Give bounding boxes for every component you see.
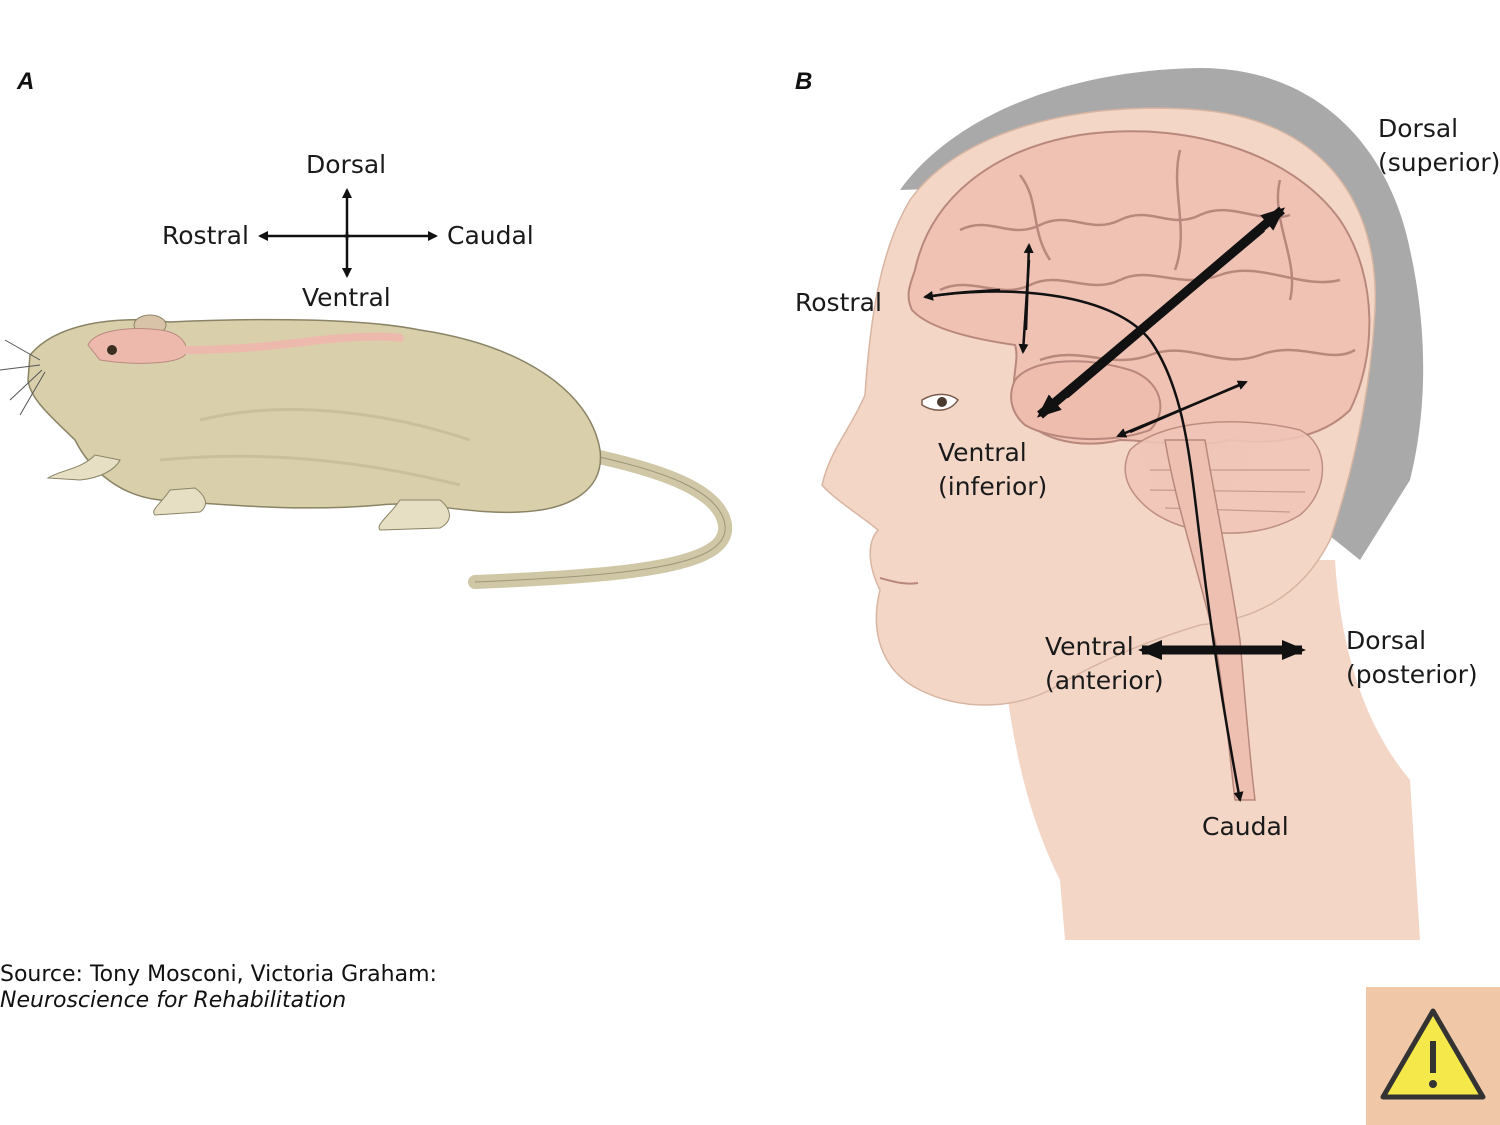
human-rostral-label: Rostral — [795, 288, 882, 317]
panel-b-letter: B — [795, 68, 813, 95]
rat-caudal-label: Caudal — [447, 221, 534, 250]
source-line-1: Source: Tony Mosconi, Victoria Graham: — [0, 962, 437, 987]
human-dorsal-posterior-label: Dorsal (posterior) — [1346, 624, 1478, 692]
source-book-title: Neuroscience for Rehabilitation — [0, 988, 347, 1013]
label-line: (anterior) — [1045, 666, 1164, 695]
rat-ventral-label: Ventral — [302, 283, 391, 312]
human-ventral-inferior-label: Ventral (inferior) — [938, 436, 1047, 504]
panel-a-direction-arrows — [258, 188, 438, 278]
label-line: (posterior) — [1346, 660, 1478, 689]
rat-illustration — [0, 314, 733, 589]
label-line: (inferior) — [938, 472, 1048, 501]
human-dorsal-superior-label: Dorsal (superior) — [1378, 112, 1500, 180]
human-head-illustration — [821, 68, 1424, 940]
label-line: Ventral — [1045, 632, 1134, 661]
panel-a-letter: A — [17, 68, 35, 95]
warning-button[interactable] — [1366, 987, 1500, 1125]
human-caudal-label: Caudal — [1202, 812, 1289, 841]
rat-rostral-label: Rostral — [162, 221, 249, 250]
source-caption: Source: Tony Mosconi, Victoria Graham: N… — [0, 962, 437, 1014]
human-ventral-anterior-label: Ventral (anterior) — [1045, 630, 1164, 698]
panel-b-direction-arrows — [923, 206, 1306, 802]
label-line: Dorsal — [1378, 114, 1459, 143]
rat-dorsal-label: Dorsal — [306, 150, 387, 179]
label-line: Ventral — [938, 438, 1027, 467]
warning-triangle-icon — [1380, 1008, 1486, 1100]
label-line: Dorsal — [1346, 626, 1427, 655]
label-line: (superior) — [1378, 148, 1500, 177]
